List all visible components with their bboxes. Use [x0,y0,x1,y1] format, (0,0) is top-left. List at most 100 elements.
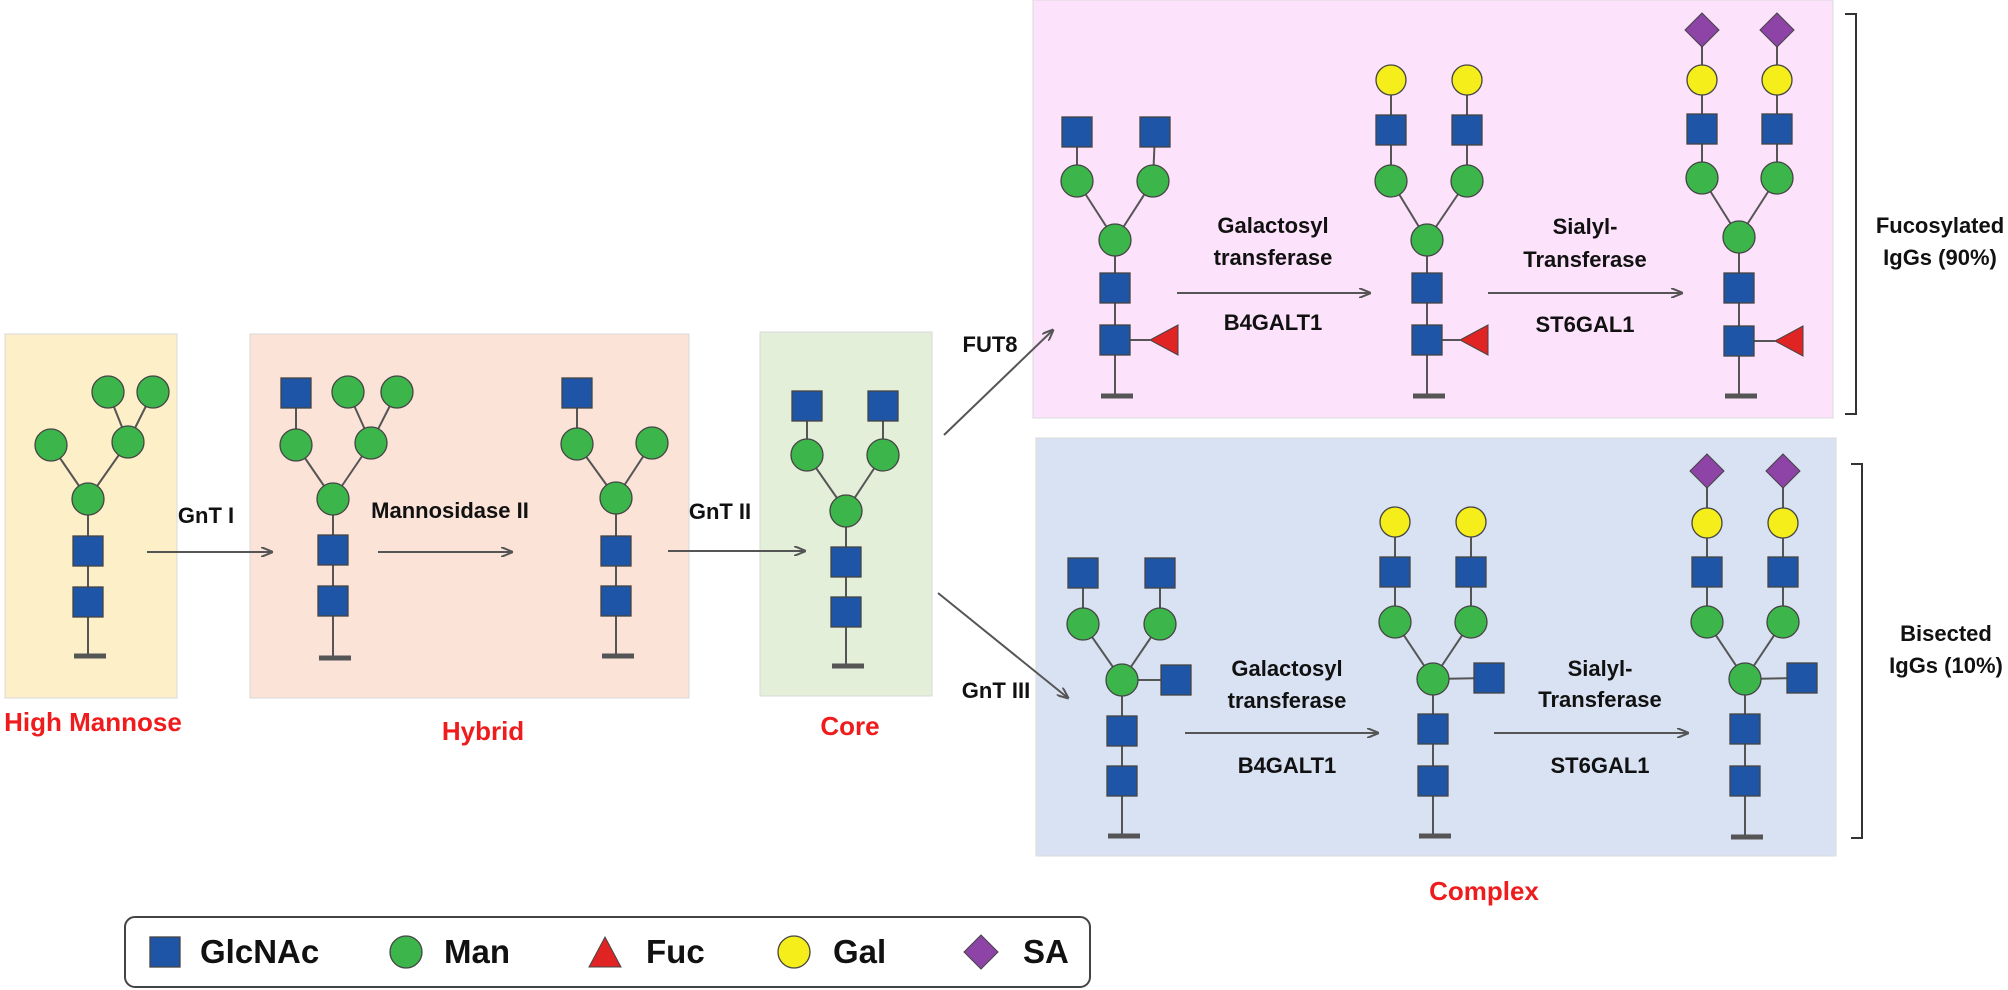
enzyme-galactosyl-top-line2: transferase [1214,245,1333,270]
glcnac-icon [1160,664,1192,696]
man-icon [1766,605,1800,639]
fuc-icon [1148,324,1179,356]
glcnac-icon [1139,116,1171,148]
man-icon [866,438,900,472]
gal-icon [1379,506,1411,538]
glcnac-icon [561,377,593,409]
man-icon [1416,662,1450,696]
man-icon [635,426,669,460]
man-icon [1690,605,1724,639]
enzyme-st6gal1-top: ST6GAL1 [1535,312,1634,337]
glcnac-icon [1099,272,1131,304]
man-icon [331,375,365,409]
glcnac-icon [1106,765,1138,797]
enzyme-sialyl-bottom-line2: Transferase [1538,687,1662,712]
enzyme-gnt3-label: GnT III [962,678,1030,703]
arrow-fut8 [943,330,1053,436]
fuc-icon [1773,325,1804,357]
bisected-igg-label-line1: Bisected [1900,621,1992,646]
glcnac-icon [791,390,823,422]
man-icon [316,482,350,516]
gal-icon [1375,64,1407,96]
glcnac-icon [830,596,862,628]
man-icon [1098,223,1132,257]
fucosylated-bracket [1845,13,1857,415]
glcnac-icon [1451,114,1483,146]
glcnac-icon [1723,272,1755,304]
enzyme-sialyl-top-line1: Sialyl- [1553,214,1618,239]
enzyme-fut8-label: FUT8 [963,332,1018,357]
enzyme-gnt2-label: GnT II [689,499,751,524]
man-icon [1143,607,1177,641]
man-icon [354,426,388,460]
glcnac-icon [1723,325,1755,357]
man-icon [136,375,170,409]
enzyme-gnt1-label: GnT I [178,503,234,528]
man-icon [1136,164,1170,198]
glcnac-icon [600,535,632,567]
glycan-structures [34,12,1818,840]
sa-legend-icon [963,934,999,970]
fucosylated-igg-label-line1: Fucosylated [1876,213,2004,238]
arrow-gnt3 [937,592,1068,698]
glcnac-icon [1417,713,1449,745]
enzyme-galactosyl-bottom-line2: transferase [1228,688,1347,713]
glcnac-icon [1144,557,1176,589]
glcnac-icon [72,586,104,618]
legend-man-label: Man [444,933,510,970]
glcnac-icon [1379,556,1411,588]
gal-icon [1451,64,1483,96]
stage-core-label: Core [820,711,879,741]
man-icon [1410,223,1444,257]
fucosylated-igg-label-line2: IgGs (90%) [1883,245,1997,270]
enzyme-sialyl-top-line2: Transferase [1523,247,1647,272]
bisected-bracket [1851,463,1863,839]
enzyme-mannosidase2-label: Mannosidase II [371,498,529,523]
glcnac-icon [867,390,899,422]
glcnac-icon [1729,713,1761,745]
glcnac-icon [1067,557,1099,589]
man-icon [829,494,863,528]
glcnac-icon [1106,715,1138,747]
man-icon [1722,220,1756,254]
glcnac-icon [280,377,312,409]
stage-high-mannose-label: High Mannose [4,707,182,737]
man-icon [1378,605,1412,639]
enzyme-galactosyl-bottom-line1: Galactosyl [1231,656,1342,681]
man-icon [111,425,145,459]
man-icon [1450,164,1484,198]
sa-icon [1684,12,1720,48]
glcnac-icon [1767,556,1799,588]
glcnac-icon [1417,765,1449,797]
gal-icon [1455,506,1487,538]
man-icon [1685,161,1719,195]
glcnac-legend-icon [149,936,181,968]
man-icon [560,427,594,461]
man-icon [1374,164,1408,198]
glcnac-icon [1761,113,1793,145]
glcnac-icon [1691,556,1723,588]
enzyme-b4galt1-bottom: B4GALT1 [1238,753,1337,778]
man-icon [1105,663,1139,697]
glcnac-icon [1061,116,1093,148]
sa-icon [1689,453,1725,489]
man-icon [1060,164,1094,198]
glcnac-icon [1786,662,1818,694]
enzyme-sialyl-bottom-line1: Sialyl- [1568,656,1633,681]
stage-complex-label: Complex [1429,876,1539,906]
glcnac-icon [1686,113,1718,145]
glcnac-icon [1473,662,1505,694]
man-icon [1760,161,1794,195]
man-icon [34,428,68,462]
enzyme-st6gal1-bottom: ST6GAL1 [1550,753,1649,778]
man-icon [71,482,105,516]
man-icon [1728,662,1762,696]
bisected-igg-label-line2: IgGs (10%) [1889,653,2003,678]
legend-sa-label: SA [1023,933,1069,970]
glcnac-icon [1375,114,1407,146]
gal-icon [1761,64,1793,96]
legend-gal-label: Gal [833,933,886,970]
man-icon [380,375,414,409]
enzyme-b4galt1-top: B4GALT1 [1224,310,1323,335]
